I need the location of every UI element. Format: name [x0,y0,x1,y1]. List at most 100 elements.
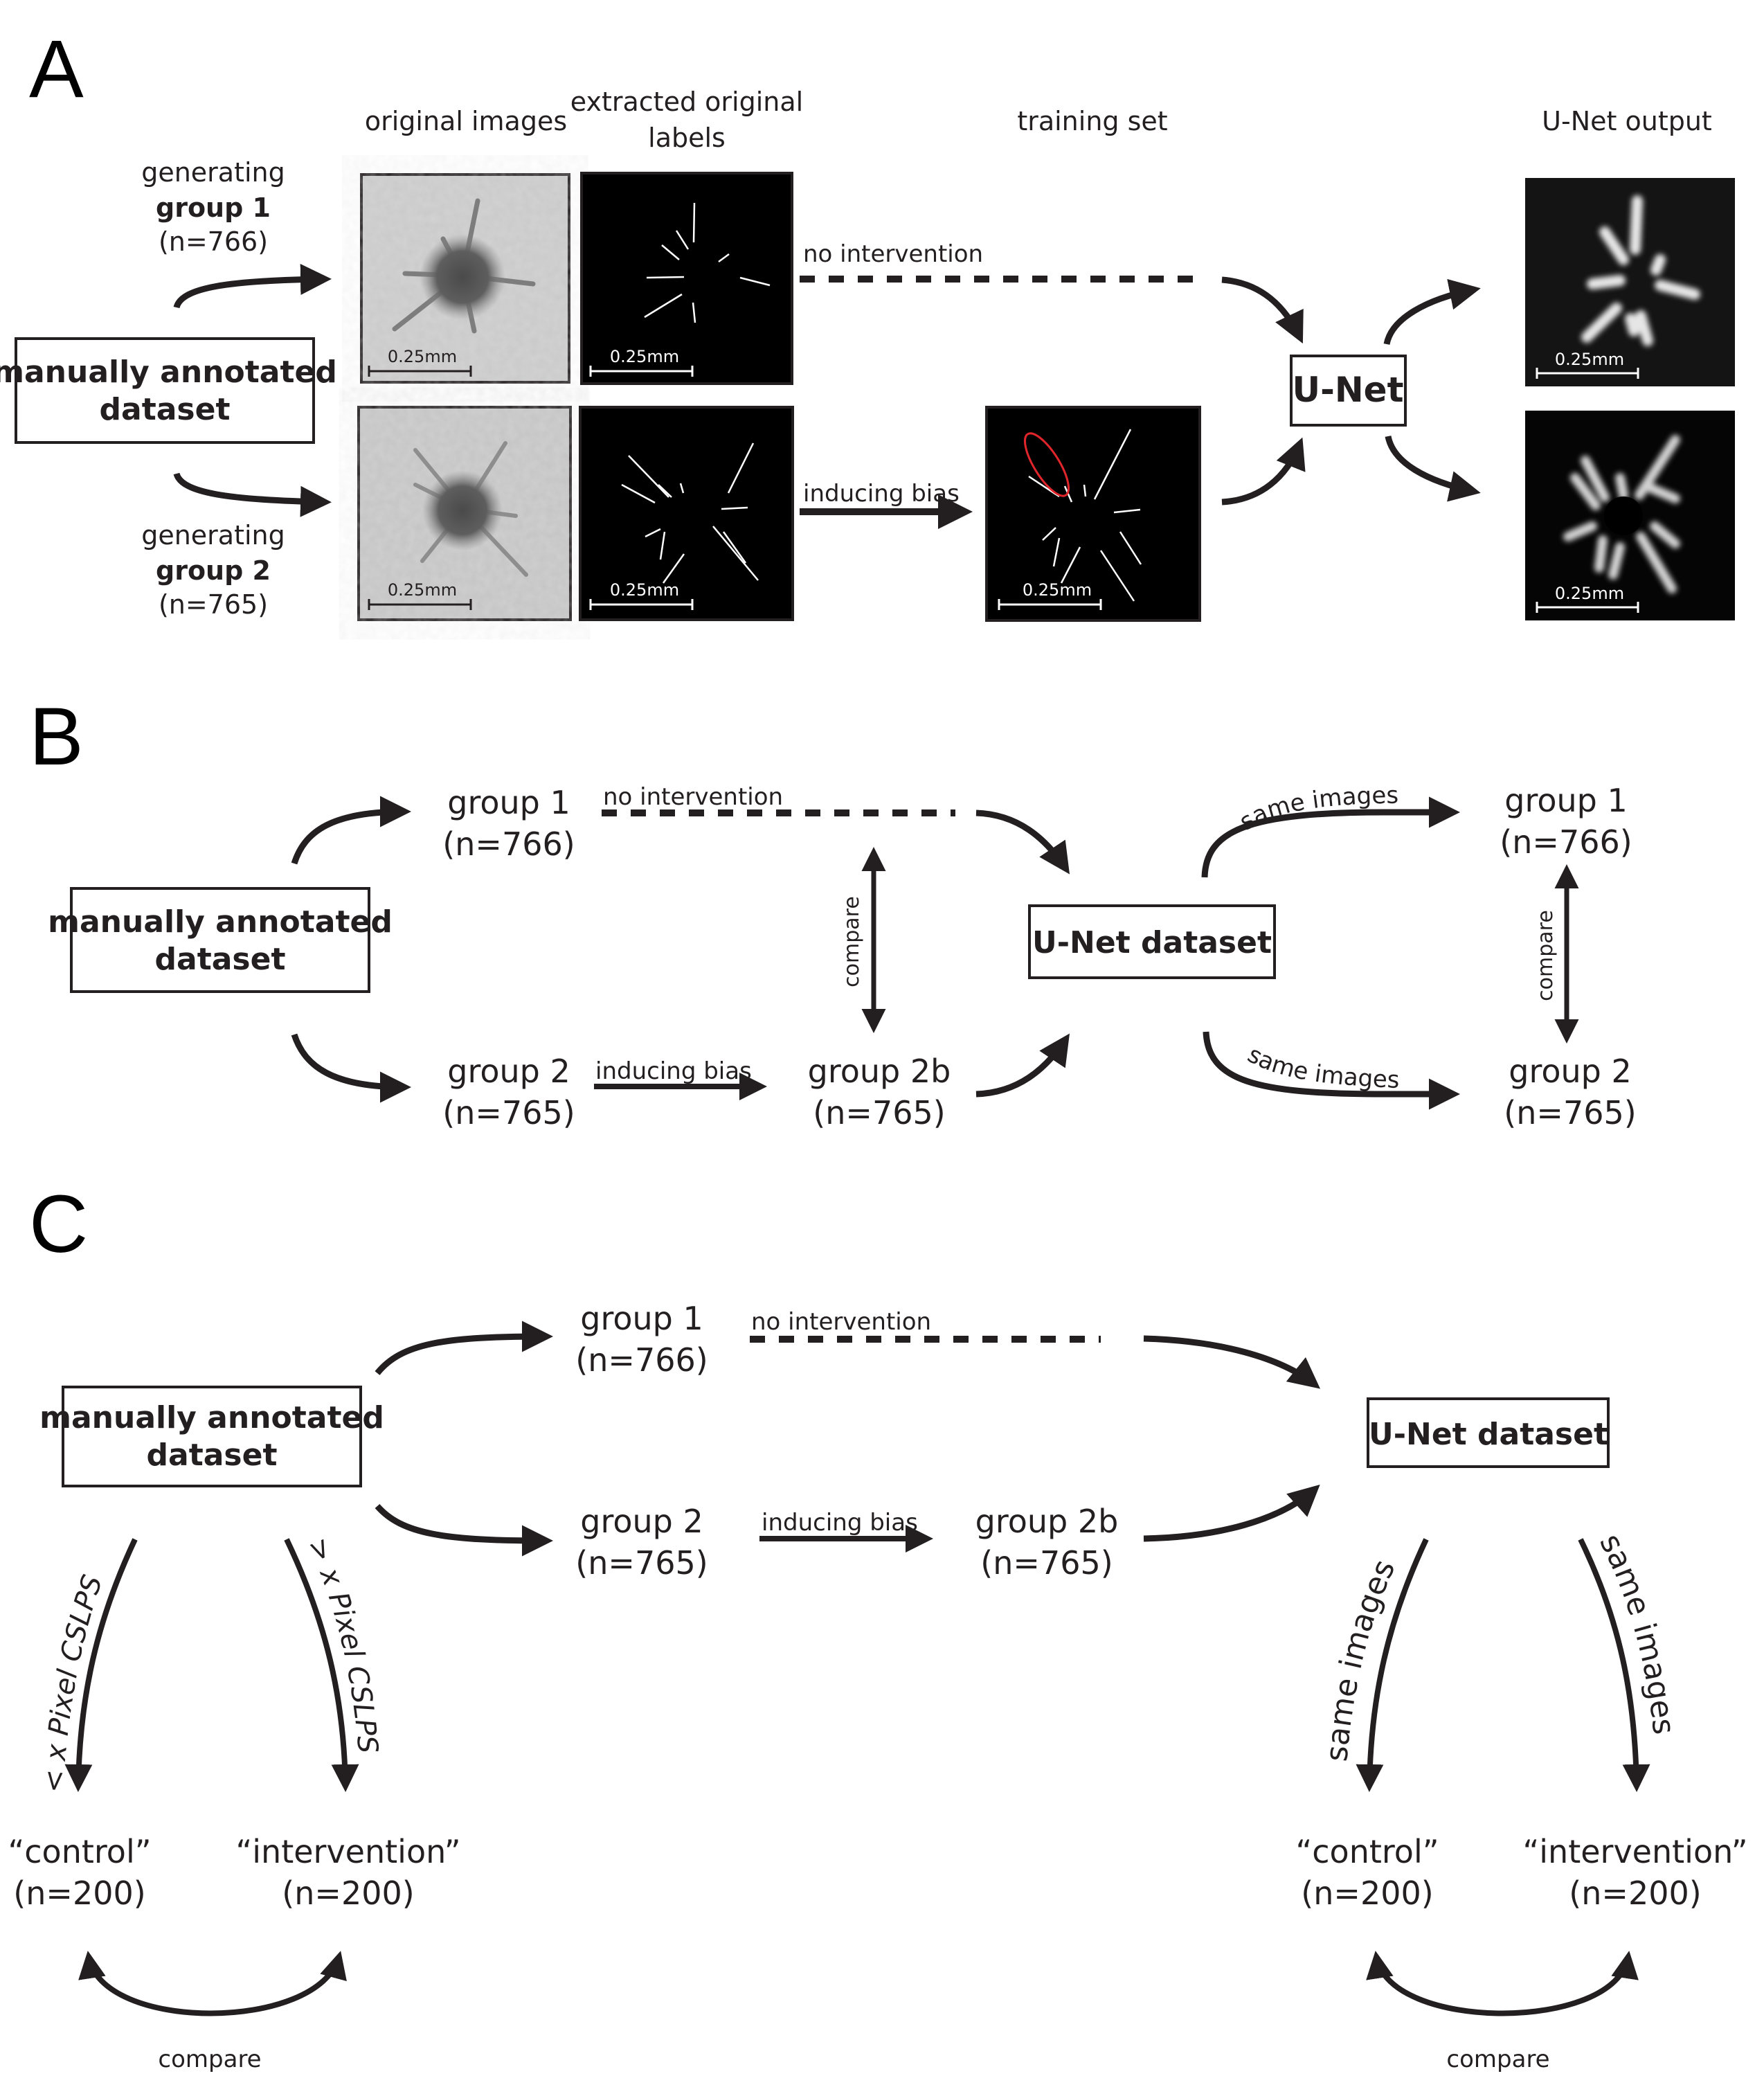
c-arrow-same-images-right [1578,1538,1650,1792]
group2-name-label: group 2 [156,555,271,586]
arrow-to-unet-bottom [1221,437,1306,505]
b-arrow-same-images-bottom [1203,1031,1460,1110]
c-arrow-to-unet-bottom [1143,1484,1320,1542]
scale-bar-a6: 0.25mm [1536,350,1639,379]
group1-generating-label: generating [141,157,285,188]
c-right-control-name: “control” [1295,1833,1439,1870]
b-arrow-same-images-top [1201,796,1460,878]
source-box-b: manually annotated dataset [48,887,393,993]
c-unet-box: U-Net dataset [1367,1397,1610,1468]
c-edge-label-less-than: < x Pixel CSLPS [37,1571,109,1794]
scale-bar-label: 0.25mm [610,347,679,366]
b-out-group1-count: (n=766) [1500,823,1632,861]
c-group2b-count: (n=765) [980,1544,1113,1582]
group1-name-label: group 1 [156,193,271,223]
b-compare-label-right: compare [1533,910,1558,1001]
b-group2b-count: (n=765) [813,1094,945,1131]
scale-bar-label: 0.25mm [1555,350,1624,369]
scale-bar-label: 0.25mm [1023,580,1092,600]
c-edge-label-no-intervention: no intervention [751,1308,931,1336]
header-extracted-labels-line2: labels [648,123,726,153]
c-compare-label-left: compare [158,2046,261,2073]
c-left-intervention-name: “intervention” [235,1833,460,1870]
c-group1-name: group 1 [580,1300,703,1337]
b-unet-box: U-Net dataset [1028,904,1276,979]
b-edge-label-no-intervention: no intervention [603,783,783,811]
b-group2-name: group 2 [447,1053,570,1090]
c-group2b-name: group 2b [975,1503,1119,1540]
source-box-c-line1: manually annotated [39,1400,384,1435]
unet-output-group2: 0.25mm [1525,411,1735,620]
c-group2-count: (n=765) [575,1544,708,1582]
source-box-c-line2: dataset [147,1438,278,1473]
c-edge-label-same-images-right: same images [1592,1528,1681,1736]
c-arrow-to-group1 [375,1321,553,1375]
c-compare-arc-right [1366,1951,1639,2016]
b-out-group2-name: group 2 [1509,1053,1632,1090]
panel-letter-a: A [29,24,84,115]
source-box-b-line2: dataset [155,942,286,977]
unet-box-a-label: U-Net [1292,370,1403,410]
b-group1-count: (n=766) [442,825,575,863]
c-compare-arc-left [78,1951,347,2016]
c-right-intervention-count: (n=200) [1569,1874,1701,1912]
arrow-b-to-group2 [291,1033,411,1103]
header-original-images: original images [365,106,567,136]
source-box-b-line1: manually annotated [48,904,393,940]
panel-letter-c: C [29,1179,88,1270]
panel-b: B manually annotated dataset group 1 (n=… [29,691,1637,1131]
edge-label-inducing-bias-a: inducing bias [803,480,960,508]
c-left-control-name: “control” [8,1833,151,1870]
unet-output-group1: 0.25mm [1525,178,1735,386]
training-set-mask: 0.25mm [985,406,1201,622]
c-left-control-count: (n=200) [13,1874,145,1912]
arrow-to-unet-top [1221,276,1304,344]
source-box-c: manually annotated dataset [39,1386,384,1487]
scale-bar-a5: 0.25mm [998,580,1102,610]
source-box-a-line1: manually annotated [0,355,337,390]
c-arrow-less-than [64,1538,138,1792]
b-arrow-to-unet-top [975,809,1070,875]
source-box-a: manually annotated dataset [0,337,337,444]
header-unet-output: U-Net output [1542,106,1712,136]
c-right-intervention-name: “intervention” [1522,1833,1747,1870]
b-group2-count: (n=765) [442,1094,575,1131]
scale-bar-label: 0.25mm [1555,584,1624,603]
c-unet-box-label: U-Net dataset [1369,1417,1608,1452]
scale-bar-label: 0.25mm [610,580,679,600]
arrow-unet-to-output2 [1385,435,1481,502]
b-out-group2-count: (n=765) [1504,1094,1636,1131]
b-same-images-top-label: same images [1234,782,1398,836]
c-arrow-to-unet-top [1143,1335,1321,1389]
c-right-control-count: (n=200) [1301,1874,1433,1912]
b-unet-box-label: U-Net dataset [1032,925,1272,960]
source-box-a-line2: dataset [100,392,231,427]
label-mask-group1: 0.25mm [580,172,793,385]
arrow-b-to-group1 [291,796,411,865]
arrow-generate-group1 [173,264,332,309]
panel-letter-b: B [29,691,84,782]
scale-bar-label: 0.25mm [388,347,457,366]
b-group2b-name: group 2b [808,1053,951,1090]
highlight-ellipse [1023,432,1070,497]
scale-bar-a7: 0.25mm [1536,584,1639,613]
arrow-unet-to-output1 [1383,279,1481,346]
panel-c: C manually annotated dataset group 1 (n=… [8,1179,1747,2073]
micrograph-group1: 0.25mm [360,173,570,384]
label-mask-group2: 0.25mm [579,406,794,621]
c-edge-label-inducing-bias: inducing bias [762,1509,918,1537]
c-group2-name: group 2 [580,1503,703,1540]
unet-box-a: U-Net [1290,355,1407,427]
edge-label-no-intervention-a: no intervention [803,240,983,268]
group2-generating-label: generating [141,520,285,551]
c-arrow-greater-than [284,1538,359,1792]
c-left-intervention-count: (n=200) [282,1874,414,1912]
b-compare-label-left: compare [840,896,864,987]
b-arrow-to-unet-bottom [975,1033,1070,1098]
micrograph-group2: 0.25mm [357,406,572,621]
scale-bar-label: 0.25mm [388,580,457,600]
c-arrow-to-group2 [375,1504,553,1557]
c-group1-count: (n=766) [575,1341,708,1379]
scale-bar-a1: 0.25mm [368,347,472,377]
